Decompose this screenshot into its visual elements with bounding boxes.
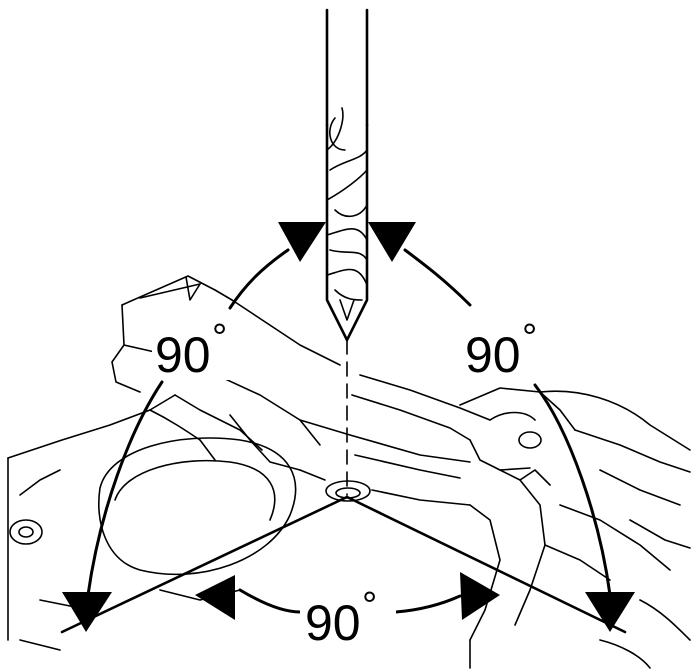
arrowhead-down-left-icon	[62, 592, 112, 632]
reference-plane-lines	[60, 495, 627, 634]
svg-text:°: °	[212, 317, 227, 359]
angle-arc-left-down	[62, 380, 164, 632]
angle-label-upper-right: 90 °	[462, 317, 552, 383]
svg-text:°: °	[522, 317, 537, 359]
svg-text:90: 90	[155, 327, 211, 383]
angle-arc-right-down	[533, 383, 635, 632]
drill-bit	[325, 0, 369, 342]
arrowhead-down-right-icon	[585, 592, 635, 632]
angle-arc-upper-left	[228, 222, 326, 310]
arrowhead-bottom-left-icon	[195, 575, 235, 620]
arrowhead-bottom-right-icon	[460, 572, 500, 620]
svg-text:90: 90	[305, 595, 361, 651]
angle-label-upper-left: 90 °	[152, 317, 238, 383]
angle-arc-upper-right	[368, 222, 472, 307]
arrowhead-up-left-icon	[278, 222, 326, 262]
svg-text:90: 90	[465, 327, 521, 383]
angle-arc-bottom	[195, 572, 500, 620]
angle-label-bottom: 90 °	[300, 585, 396, 652]
svg-text:°: °	[362, 585, 377, 627]
arrowhead-up-right-icon	[368, 222, 416, 262]
